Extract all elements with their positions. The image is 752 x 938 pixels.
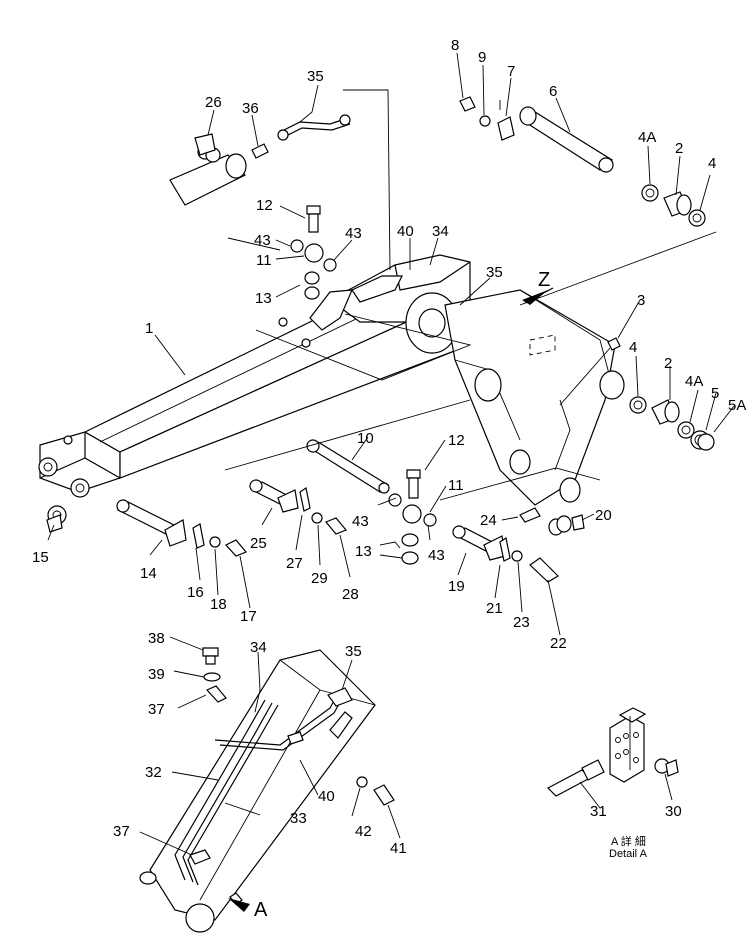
view-z-arrow <box>522 287 554 305</box>
callout-3: 3 <box>637 292 645 309</box>
callout-2: 2 <box>675 140 683 157</box>
lower-hose-view <box>139 647 395 933</box>
callout-31: 31 <box>590 803 607 820</box>
callout-34: 34 <box>250 639 267 656</box>
callout-28: 28 <box>342 586 359 603</box>
callout-38: 38 <box>148 630 165 647</box>
callout-32: 32 <box>145 764 162 781</box>
callout-33: 33 <box>290 810 307 827</box>
callout-35: 35 <box>486 264 503 281</box>
callout-41: 41 <box>390 840 407 857</box>
callout-17: 17 <box>240 608 257 625</box>
callout-27: 27 <box>286 555 303 572</box>
callout-20: 20 <box>595 507 612 524</box>
callout-39: 39 <box>148 666 165 683</box>
detail-label-jp: A 詳 細 <box>611 834 646 848</box>
callout-35: 35 <box>345 643 362 660</box>
bushing-group-right <box>607 337 715 451</box>
cylinder-top-left <box>169 114 351 206</box>
callout-2: 2 <box>664 355 672 372</box>
callout-4: 4 <box>629 339 637 356</box>
callout-labels: 8 9 7 6 35 26 36 4A 2 4 12 43 43 11 40 3… <box>32 37 746 921</box>
callout-25: 25 <box>250 535 267 552</box>
callout-11: 11 <box>448 477 464 494</box>
callout-12: 12 <box>448 432 465 449</box>
callout-43: 43 <box>254 232 271 249</box>
boom-assembly <box>38 254 625 506</box>
reference-lines <box>224 231 717 501</box>
callout-29: 29 <box>311 570 328 587</box>
callout-36: 36 <box>242 100 259 117</box>
callout-42: 42 <box>355 823 372 840</box>
callout-8: 8 <box>451 37 459 54</box>
callout-1: 1 <box>145 320 153 337</box>
callout-35: 35 <box>307 68 324 85</box>
callout-a: A <box>254 899 268 921</box>
callout-24: 24 <box>480 512 497 529</box>
callout-43: 43 <box>428 547 445 564</box>
callout-30: 30 <box>665 803 682 820</box>
callout-4a: 4A <box>685 373 703 390</box>
callout-18: 18 <box>210 596 227 613</box>
callout-10: 10 <box>357 430 374 447</box>
callout-22: 22 <box>550 635 567 652</box>
callout-15: 15 <box>32 549 49 566</box>
callout-5a: 5A <box>728 397 746 414</box>
callout-5: 5 <box>711 385 719 402</box>
callout-6: 6 <box>549 83 557 100</box>
callout-40: 40 <box>397 223 414 240</box>
callout-43: 43 <box>352 513 369 530</box>
callout-z: Z <box>538 269 550 291</box>
detail-a-view <box>547 707 679 797</box>
callout-7: 7 <box>507 63 515 80</box>
pin-assembly-10 <box>306 439 437 565</box>
callout-40: 40 <box>318 788 335 805</box>
callout-11: 11 <box>256 252 272 269</box>
callout-21: 21 <box>486 600 503 617</box>
callout-26: 26 <box>205 94 222 111</box>
lower-pin-groups <box>46 479 585 583</box>
callout-16: 16 <box>187 584 204 601</box>
callout-34: 34 <box>432 223 449 240</box>
callout-14: 14 <box>140 565 157 582</box>
callout-12: 12 <box>256 197 273 214</box>
callout-23: 23 <box>513 614 530 631</box>
callout-9: 9 <box>478 49 486 66</box>
bolt-set-upper <box>290 205 337 300</box>
callout-37: 37 <box>148 701 165 718</box>
callout-37: 37 <box>113 823 130 840</box>
detail-label-en: Detail A <box>609 848 648 860</box>
callout-4: 4 <box>708 155 716 172</box>
pin-assembly-6 <box>459 96 706 227</box>
callout-13: 13 <box>355 543 372 560</box>
callout-13: 13 <box>255 290 272 307</box>
callout-43: 43 <box>345 225 362 242</box>
callout-19: 19 <box>448 578 465 595</box>
callout-4a: 4A <box>638 129 656 146</box>
leader-lines <box>47 52 735 856</box>
